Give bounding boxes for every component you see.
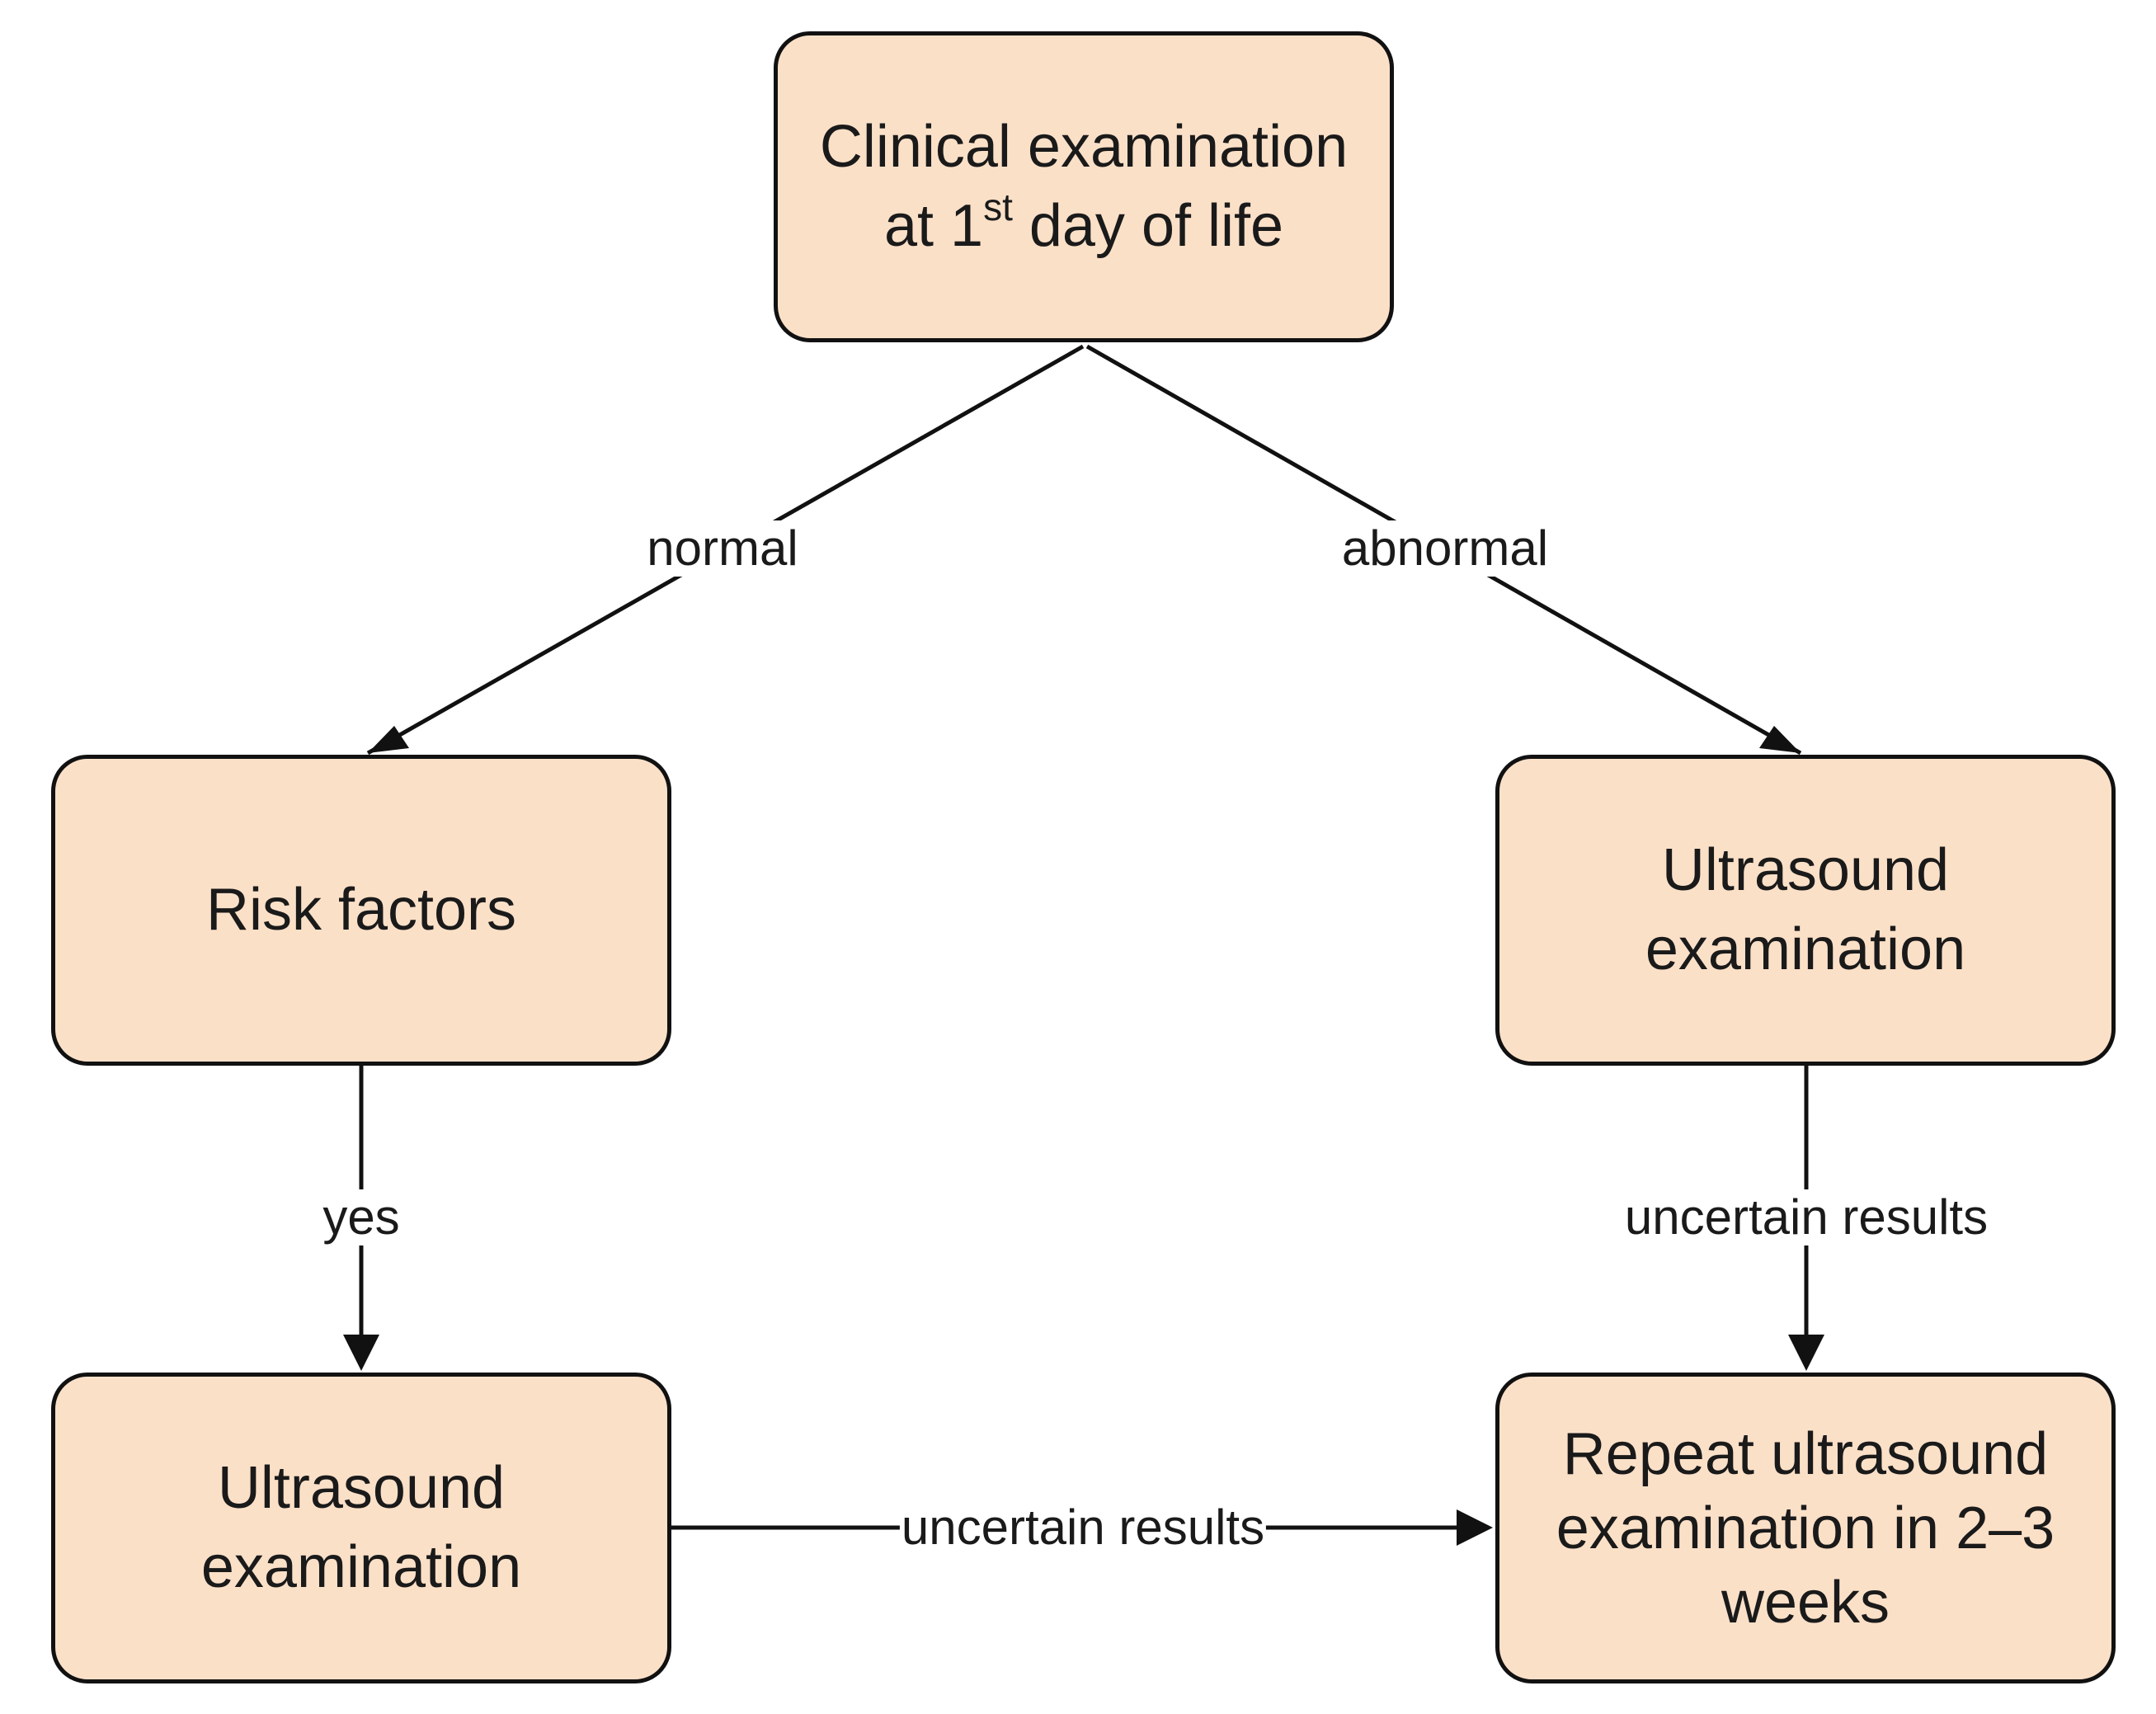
edge-normal-arrowhead: [368, 726, 409, 753]
edge-abnormal-arrowhead: [1759, 726, 1801, 753]
edge-uncertain-right-arrowhead: [1788, 1335, 1824, 1371]
edge-yes-arrowhead: [343, 1335, 379, 1371]
node-ultrasound-left-line1: Ultrasound: [217, 1455, 506, 1522]
node-clinical-examination-line2-prefix: at 1: [883, 192, 984, 259]
node-ultrasound-left-text: Ultrasound examination: [201, 1449, 521, 1606]
node-risk-factors-label: Risk factors: [205, 876, 517, 943]
node-clinical-examination-superscript: st: [983, 185, 1013, 228]
node-ultrasound-right-text: Ultrasound examination: [1645, 831, 1965, 988]
node-ultrasound-right-line2: examination: [1645, 916, 1966, 982]
node-clinical-examination: Clinical examination at 1st day of life: [774, 31, 1394, 342]
edge-label-uncertain-right: uncertain results: [1619, 1189, 1994, 1245]
edge-uncertain-bottom-arrowhead: [1457, 1509, 1493, 1546]
node-repeat-ultrasound-text: Repeat ultrasound examination in 2–3 wee…: [1556, 1417, 2055, 1640]
node-clinical-examination-line1: Clinical examination: [819, 114, 1349, 181]
edge-label-normal: normal: [642, 520, 803, 577]
node-risk-factors: Risk factors: [51, 755, 671, 1066]
node-ultrasound-left-line2: examination: [200, 1533, 522, 1600]
node-ultrasound-examination-left: Ultrasound examination: [51, 1373, 671, 1683]
edge-label-uncertain-bottom: uncertain results: [899, 1500, 1267, 1556]
node-clinical-examination-line2-suffix: day of life: [1012, 192, 1284, 259]
node-repeat-ultrasound-line3: weeks: [1721, 1569, 1890, 1636]
edge-label-abnormal: abnormal: [1336, 520, 1554, 577]
node-repeat-ultrasound-line2: examination in 2–3: [1556, 1495, 2055, 1561]
edge-label-yes: yes: [318, 1189, 405, 1245]
node-repeat-ultrasound: Repeat ultrasound examination in 2–3 wee…: [1495, 1373, 2116, 1683]
node-clinical-examination-text: Clinical examination at 1st day of life: [820, 108, 1348, 265]
node-repeat-ultrasound-line1: Repeat ultrasound: [1562, 1420, 2049, 1487]
node-ultrasound-examination-right: Ultrasound examination: [1495, 755, 2116, 1066]
node-ultrasound-right-line1: Ultrasound: [1661, 837, 1950, 904]
